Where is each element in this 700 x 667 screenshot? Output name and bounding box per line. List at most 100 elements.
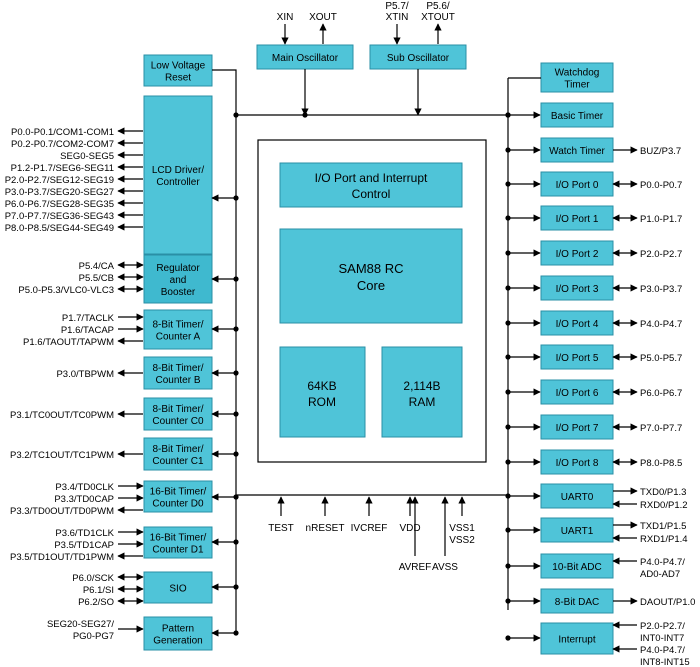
pin-nreset: nRESET <box>306 496 344 534</box>
xout-pin-label: XOUT <box>309 12 337 23</box>
regulator-booster-signal: P5.0-P5.3/VLC0-VLC3 <box>18 285 114 296</box>
pin-avss: AVSS <box>432 496 458 573</box>
rom-block: 64KB ROM <box>279 346 366 438</box>
bus-junctions <box>233 112 511 641</box>
timer-b-label: Counter B <box>155 375 200 386</box>
interrupt-signal: P4.0-P4.7/ <box>640 645 685 656</box>
dac-8bit-signal: DAOUT/P1.0 <box>640 597 695 608</box>
pin-label: IVCREF <box>351 523 388 534</box>
regulator-booster-label: Booster <box>161 287 196 298</box>
timer-c0-label: Counter C0 <box>152 416 204 427</box>
lcd-driver-signal: SEG0-SEG5 <box>60 151 114 162</box>
ram-block: 2,114B RAM <box>381 346 463 438</box>
lcd-driver-signal: P2.0-P2.7/SEG12-SEG19 <box>5 175 114 186</box>
junction-dot <box>233 584 239 590</box>
lcd-driver-signal: P3.0-P3.7/SEG20-SEG27 <box>5 187 114 198</box>
pattern-generation-signal: SEG20-SEG27/ <box>47 619 114 630</box>
io-port-4-label: I/O Port 4 <box>556 319 599 330</box>
timer-b-label: 8-Bit Timer/ <box>152 363 203 374</box>
pin-vdd: VDD <box>399 496 421 534</box>
lcd-driver-signal: P1.2-P1.7/SEG6-SEG11 <box>11 163 114 174</box>
lcd-driver-signal: P0.2-P0.7/COM2-COM7 <box>11 139 114 150</box>
xtout-pin-label-2: XTOUT <box>421 12 455 23</box>
watch-timer-label: Watch Timer <box>549 146 605 157</box>
sio-signal: P6.0/SCK <box>72 573 114 584</box>
uart1-signal: TXD1/P1.5 <box>640 521 686 532</box>
pattern-generation-label: Pattern <box>162 624 194 635</box>
timer-d1-signal: P3.5/TD1CAP <box>54 540 114 551</box>
xtout-pin-label-1: P5.6/ <box>426 1 450 12</box>
interrupt-signal: INT8-INT15 <box>640 657 690 667</box>
junction-dot <box>233 276 239 282</box>
junction-dot <box>505 215 511 221</box>
sio-signal: P6.1/SI <box>83 585 114 596</box>
lcd-driver-signal: P8.0-P8.5/SEG44-SEG49 <box>5 223 114 234</box>
io-interrupt-control: I/O Port and Interrupt Control <box>279 162 463 208</box>
pin-label: AVSS <box>432 562 458 573</box>
io-port-7-signal: P7.0-P7.7 <box>640 423 682 434</box>
junction-dot <box>505 389 511 395</box>
junction-dot <box>505 635 511 641</box>
io-port-2-label: I/O Port 2 <box>556 249 599 260</box>
lcd-driver-signal: P6.0-P6.7/SEG28-SEG35 <box>5 199 114 210</box>
timer-d1-signal: P3.6/TD1CLK <box>55 528 114 539</box>
uart0-signal: TXD0/P1.3 <box>640 487 686 498</box>
sub-oscillator: Sub Oscillator <box>369 44 467 70</box>
xin-pin-label: XIN <box>277 12 294 23</box>
timer-d0-signal: P3.3/TD0CAP <box>54 494 114 505</box>
junction-dot <box>505 250 511 256</box>
timer-d1-label: 16-Bit Timer/ <box>150 533 207 544</box>
basic-timer-label: Basic Timer <box>551 111 604 122</box>
timer-d0-label: Counter D0 <box>152 499 204 510</box>
cpu-core: SAM88 RC Core <box>279 228 463 324</box>
timer-d1-label: Counter D1 <box>152 545 204 556</box>
sio-label: SIO <box>169 584 186 595</box>
junction-dot <box>505 112 511 118</box>
uart1-label: UART1 <box>561 526 594 537</box>
ram-label-2: RAM <box>409 395 436 409</box>
adc-10bit-label: 10-Bit ADC <box>552 562 601 573</box>
io-port-4-signal: P4.0-P4.7 <box>640 319 682 330</box>
timer-d0-signal: P3.3/TD0OUT/TD0PWM <box>10 506 114 517</box>
timer-a-signal: P1.6/TAOUT/TAPWM <box>23 337 114 348</box>
low-voltage-reset-label: Low Voltage <box>151 61 206 72</box>
watchdog-timer-label: Timer <box>564 80 590 91</box>
io-port-0-signal: P0.0-P0.7 <box>640 180 682 191</box>
junction-dot <box>233 539 239 545</box>
timer-d0: 16-Bit Timer/Counter D0P3.4/TD0CLKP3.3/T… <box>10 480 236 517</box>
io-port-8-signal: P8.0-P8.5 <box>640 458 682 469</box>
timer-c0-signal: P3.1/TC0OUT/TC0PWM <box>10 410 114 421</box>
timer-d1: 16-Bit Timer/Counter D1 P3.6/TD1CLKP3.5/T… <box>10 526 236 563</box>
io-port-6-signal: P6.0-P6.7 <box>640 388 682 399</box>
timer-a-signal: P1.7/TACLK <box>62 313 115 324</box>
lcd-driver: LCD Driver/ControllerP0.0-P0.1/COM1-COM1… <box>5 95 236 255</box>
pin-label: TEST <box>268 523 294 534</box>
main-oscillator-label: Main Oscillator <box>272 53 339 64</box>
junction-dot <box>302 112 308 118</box>
io-port-1-label: I/O Port 1 <box>556 214 599 225</box>
low-voltage-reset-label: Reset <box>165 73 191 84</box>
cpu-label-1: SAM88 RC <box>338 261 403 276</box>
io-port-4: I/O Port 4 P4.0-P4.7 <box>508 310 682 336</box>
junction-dot <box>505 285 511 291</box>
junction-dot <box>505 493 511 499</box>
regulator-booster-label: Regulator <box>156 263 200 274</box>
pin-label: AVREF <box>399 562 432 573</box>
io-port-3-label: I/O Port 3 <box>556 284 599 295</box>
timer-c1-signal: P3.2/TC1OUT/TC1PWM <box>10 450 114 461</box>
pin-label: VSS1 <box>449 523 475 534</box>
